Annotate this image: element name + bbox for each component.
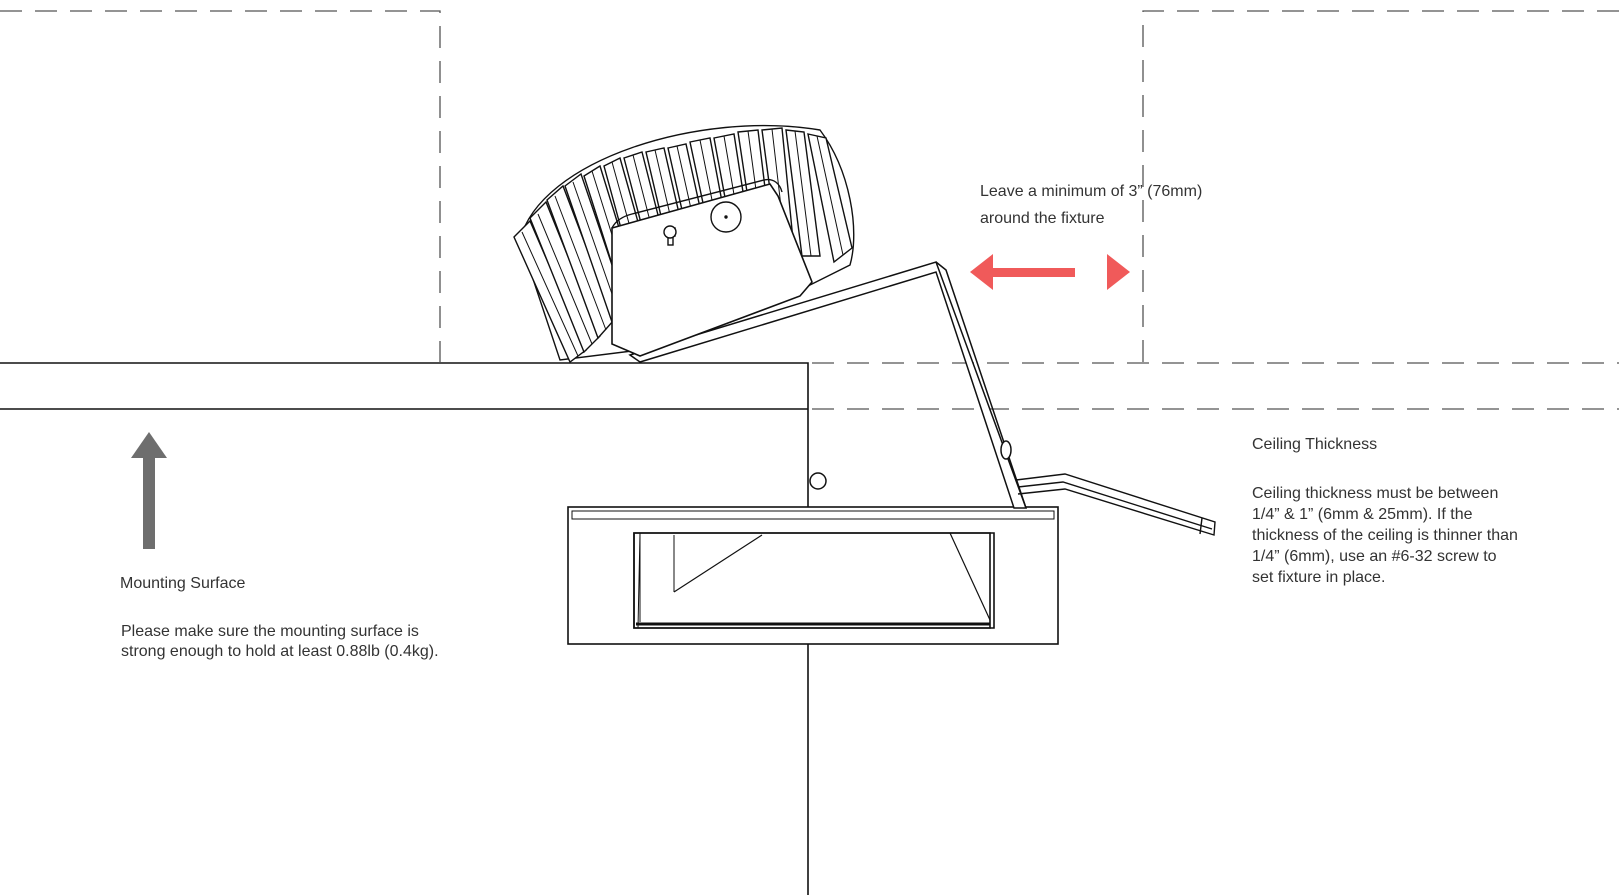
clearance-label-line1: Leave a minimum of 3” (76mm) — [980, 183, 1203, 200]
spring-clip — [1015, 473, 1216, 536]
ceiling-thickness-heading: Ceiling Thickness — [1252, 436, 1378, 453]
clearance-label-line2: around the fixture — [980, 210, 1105, 227]
fixture-trim — [567, 506, 1059, 645]
mounting-surface-arrow — [131, 432, 167, 549]
mounting-surface-heading: Mounting Surface — [120, 575, 246, 592]
clearance-boundary-lines — [0, 10, 1619, 410]
ceiling-panel — [0, 362, 809, 895]
mounting-surface-body: Please make sure the mounting surface is… — [121, 623, 439, 660]
heat-sink — [513, 124, 855, 364]
fixture-bracket — [628, 261, 1028, 509]
ceiling-thickness-body: Ceiling thickness must be between 1/4” &… — [1252, 485, 1518, 586]
clearance-double-arrow — [970, 254, 1130, 290]
